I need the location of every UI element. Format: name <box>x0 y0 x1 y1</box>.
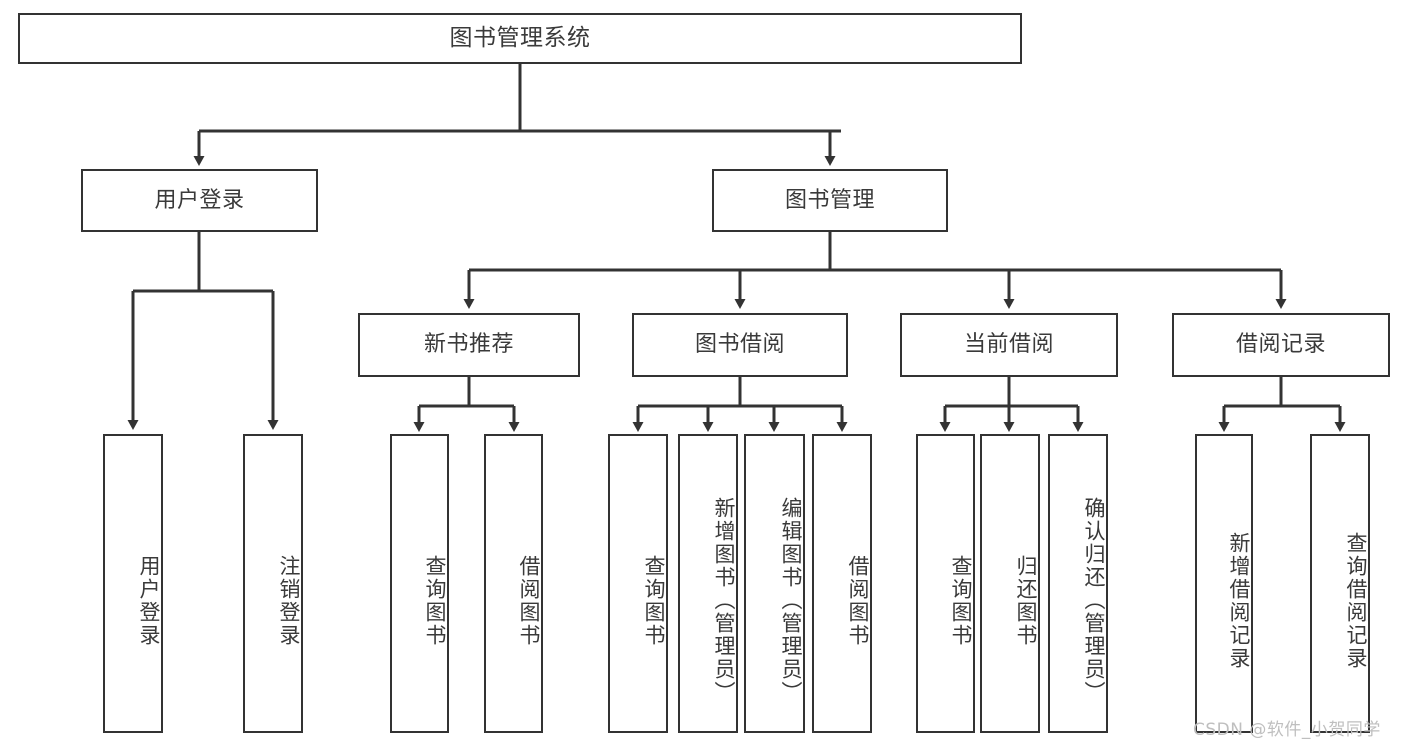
leaf-current-confirm-return-admin[interactable]: 确认归还（管理员） <box>1048 434 1108 733</box>
node-book-borrow[interactable]: 图书借阅 <box>632 313 848 377</box>
node-book-management[interactable]: 图书管理 <box>712 169 948 232</box>
node-label: 查询图书 <box>423 554 447 647</box>
node-label: 编辑图书（管理员） <box>779 497 803 704</box>
leaf-user-logout[interactable]: 注销登录 <box>243 434 303 733</box>
node-label: 借阅记录 <box>1235 332 1326 358</box>
node-borrow-record[interactable]: 借阅记录 <box>1172 313 1390 377</box>
node-label: 借阅图书 <box>517 554 541 647</box>
leaf-borrow-edit-book-admin[interactable]: 编辑图书（管理员） <box>744 434 805 733</box>
node-label: 当前借阅 <box>963 332 1054 358</box>
node-label: 新书推荐 <box>423 332 514 358</box>
leaf-borrow-borrow-book[interactable]: 借阅图书 <box>812 434 872 733</box>
node-label: 注销登录 <box>277 554 301 647</box>
node-current-borrow[interactable]: 当前借阅 <box>900 313 1118 377</box>
node-label: 查询借阅记录 <box>1344 531 1368 670</box>
node-label: 归还图书 <box>1014 554 1038 647</box>
csdn-watermark: CSDN @软件_小贺同学 <box>1193 720 1381 740</box>
leaf-user-login[interactable]: 用户登录 <box>103 434 163 733</box>
node-label: 查询图书 <box>949 554 973 647</box>
node-label: 用户登录 <box>154 187 245 213</box>
leaf-current-query-book[interactable]: 查询图书 <box>916 434 975 733</box>
leaf-record-add-borrow-record[interactable]: 新增借阅记录 <box>1195 434 1253 733</box>
leaf-current-return-book[interactable]: 归还图书 <box>980 434 1040 733</box>
node-label: 图书借阅 <box>694 332 785 358</box>
node-label: 用户登录 <box>137 554 161 647</box>
node-label: 图书管理 <box>784 187 875 213</box>
node-new-book-recommend[interactable]: 新书推荐 <box>358 313 580 377</box>
node-label: 确认归还（管理员） <box>1082 497 1106 704</box>
node-label: 图书管理系统 <box>449 24 591 51</box>
node-user-login[interactable]: 用户登录 <box>81 169 318 232</box>
leaf-record-query-borrow-record[interactable]: 查询借阅记录 <box>1310 434 1370 733</box>
leaf-recommend-query-book[interactable]: 查询图书 <box>390 434 449 733</box>
node-label: 新增图书（管理员） <box>712 497 736 704</box>
leaf-borrow-query-book[interactable]: 查询图书 <box>608 434 668 733</box>
node-label: 借阅图书 <box>846 554 870 647</box>
leaf-borrow-add-book-admin[interactable]: 新增图书（管理员） <box>678 434 738 733</box>
node-label: 新增借阅记录 <box>1227 531 1251 670</box>
leaf-recommend-borrow-book[interactable]: 借阅图书 <box>484 434 543 733</box>
node-root-book-management-system[interactable]: 图书管理系统 <box>18 13 1022 64</box>
node-label: 查询图书 <box>642 554 666 647</box>
